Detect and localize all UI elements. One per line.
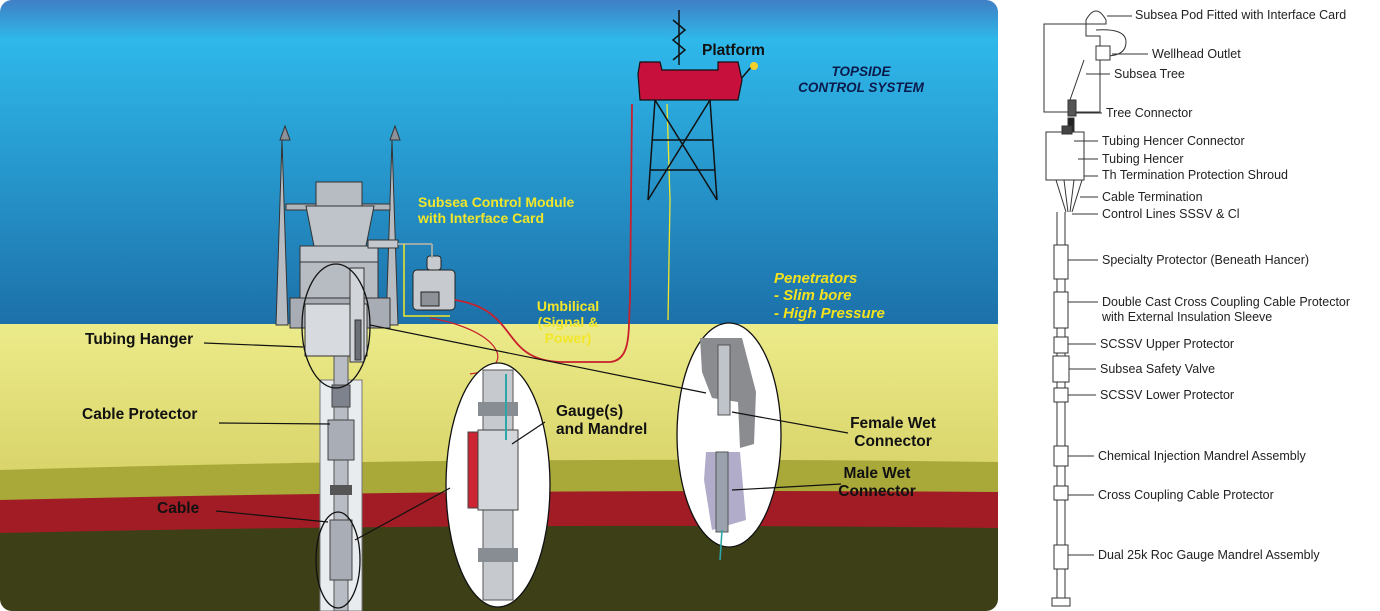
tubing-hanger-label: Tubing Hanger <box>85 331 194 348</box>
scm-line2: with Interface Card <box>418 210 545 227</box>
side-label-tubing-hencer: Tubing Hencer <box>1102 152 1184 166</box>
side-label-control-lines: Control Lines SSSV & Cl <box>1102 207 1240 221</box>
component-schematic: Subsea Pod Fitted with Interface Card We… <box>1000 0 1380 611</box>
platform-graphic <box>647 10 753 201</box>
side-label-tree-connector: Tree Connector <box>1106 106 1193 120</box>
umbilical-label: Umbilical (Signal & Power) <box>528 298 608 346</box>
pod-shape <box>1085 10 1107 25</box>
cable-protector-label: Cable Protector <box>82 406 198 423</box>
male-wet-connector-label: Male Wet Connector <box>822 465 932 501</box>
female-wet-connector-label: Female Wet Connector <box>838 415 948 451</box>
topside-line1: TOPSIDE <box>831 64 891 79</box>
gauge-line2: and Mandrel <box>556 420 648 438</box>
penetrators-line3: - High Pressure <box>774 304 885 322</box>
wet-connector-detail <box>676 322 782 548</box>
male-line2: Connector <box>838 482 916 500</box>
penetrators-label: Penetrators - Slim bore - High Pressure <box>774 270 885 322</box>
side-label-double-cast: Double Cast Cross Coupling Cable Protect… <box>1102 295 1351 309</box>
side-label-subsea-tree: Subsea Tree <box>1114 67 1185 81</box>
platform-label: Platform <box>702 42 765 59</box>
subsea-scene-graphic <box>0 0 998 611</box>
penetrators-line1: Penetrators <box>774 270 858 287</box>
subsea-diagram: Platform TOPSIDE CONTROL SYSTEM Subsea C… <box>0 0 998 611</box>
side-label-th-shroud: Th Termination Protection Shroud <box>1102 168 1288 182</box>
platform-deck <box>637 61 743 101</box>
schematic-leaders <box>1068 15 1148 556</box>
side-label-specialty-protector: Specialty Protector (Beneath Hancer) <box>1102 253 1310 267</box>
tree-body <box>1043 23 1101 113</box>
side-label-cable-termination: Cable Termination <box>1102 190 1203 204</box>
gauge-label: Gauge(s) and Mandrel <box>556 403 647 439</box>
gauge-line1: Gauge(s) <box>556 403 624 420</box>
umbilical-line1: Umbilical <box>536 298 600 314</box>
schematic-graphic <box>1043 10 1148 607</box>
side-label-wellhead-outlet: Wellhead Outlet <box>1152 47 1241 61</box>
scm-line1: Subsea Control Module <box>418 194 575 210</box>
side-label-cross-coupling: Cross Coupling Cable Protector <box>1098 488 1274 502</box>
sea-water <box>0 0 998 330</box>
female-line1: Female Wet <box>850 415 936 432</box>
leader-lines <box>203 324 849 541</box>
umbilical-cable <box>454 103 633 363</box>
umbilical-line2: (Signal & <box>537 314 599 331</box>
side-label-chemical-injection: Chemical Injection Mandrel Assembly <box>1098 449 1306 463</box>
subsea-tree <box>275 124 401 363</box>
female-line2: Connector <box>854 432 932 450</box>
side-label-scssv-upper: SCSSV Upper Protector <box>1100 337 1235 351</box>
umbilical-line3: Power) <box>544 330 592 347</box>
side-label-safety-valve: Subsea Safety Valve <box>1100 362 1216 376</box>
subsea-control-module <box>398 243 456 311</box>
side-label-scssv-lower: SCSSV Lower Protector <box>1100 388 1235 402</box>
topside-line2: CONTROL SYSTEM <box>798 79 924 95</box>
male-line1: Male Wet <box>843 465 911 482</box>
penetrators-line2: - Slim bore <box>774 287 852 305</box>
cable-label: Cable <box>157 500 200 517</box>
side-label-insulation-sleeve: with External Insulation Sleeve <box>1102 310 1273 324</box>
side-label-gauge-mandrel: Dual 25k Roc Gauge Mandrel Assembly <box>1098 548 1320 562</box>
scm-label: Subsea Control Module with Interface Car… <box>418 194 574 226</box>
topside-label: TOPSIDE CONTROL SYSTEM <box>796 64 926 95</box>
side-label-tubing-hencer-connector: Tubing Hencer Connector <box>1102 134 1245 148</box>
side-label-pod: Subsea Pod Fitted with Interface Card <box>1135 8 1347 22</box>
